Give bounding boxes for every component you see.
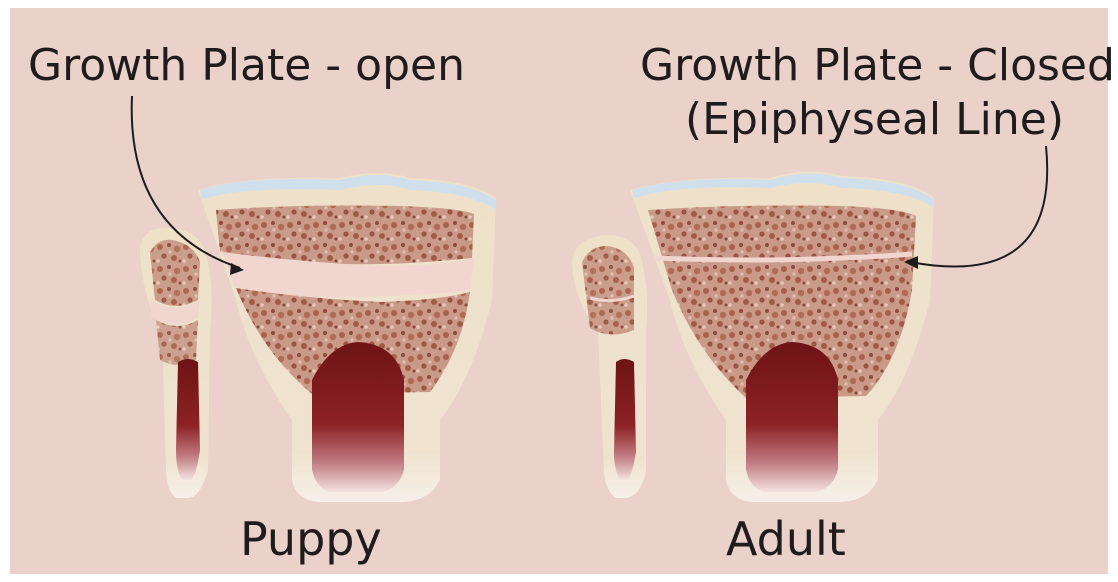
adult-fibula [572, 235, 647, 498]
adult-tibia [630, 171, 934, 502]
growth-plate-closed-label: Growth Plate - Closed [640, 40, 1115, 91]
growth-plate-open-label: Growth Plate - open [28, 40, 465, 91]
epiphyseal-line-label: (Epiphyseal Line) [685, 94, 1064, 145]
puppy-fibula [140, 228, 212, 498]
puppy-tibia [198, 173, 496, 502]
adult-caption: Adult [726, 512, 846, 566]
puppy-caption: Puppy [240, 512, 382, 566]
